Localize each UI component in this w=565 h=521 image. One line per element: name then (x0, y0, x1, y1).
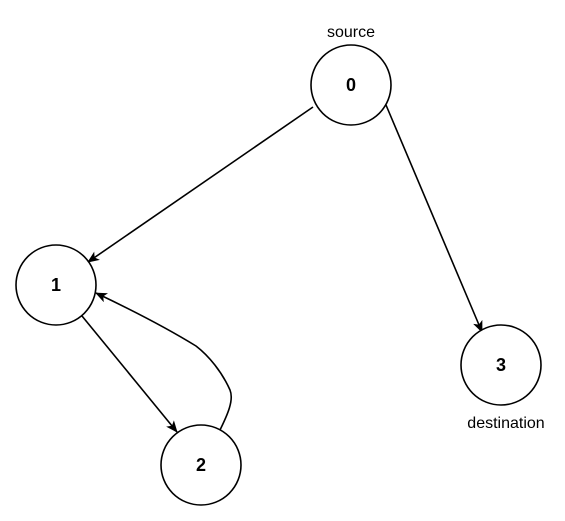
source-annotation: source (327, 24, 375, 41)
node-2[interactable]: 2 (160, 424, 242, 506)
node-0[interactable]: 0 (310, 44, 392, 126)
edge-1-to-2 (81, 315, 178, 433)
node-1[interactable]: 1 (15, 244, 97, 326)
edge-0-to-1 (87, 106, 314, 263)
node-2-label: 2 (196, 455, 206, 475)
node-0-label: 0 (346, 75, 356, 95)
node-1-label: 1 (51, 275, 61, 295)
node-3[interactable]: 3 (460, 324, 542, 406)
edge-0-to-3 (385, 104, 483, 333)
edge-2-to-1 (95, 292, 233, 433)
node-3-label: 3 (496, 355, 506, 375)
destination-annotation: destination (467, 415, 544, 432)
